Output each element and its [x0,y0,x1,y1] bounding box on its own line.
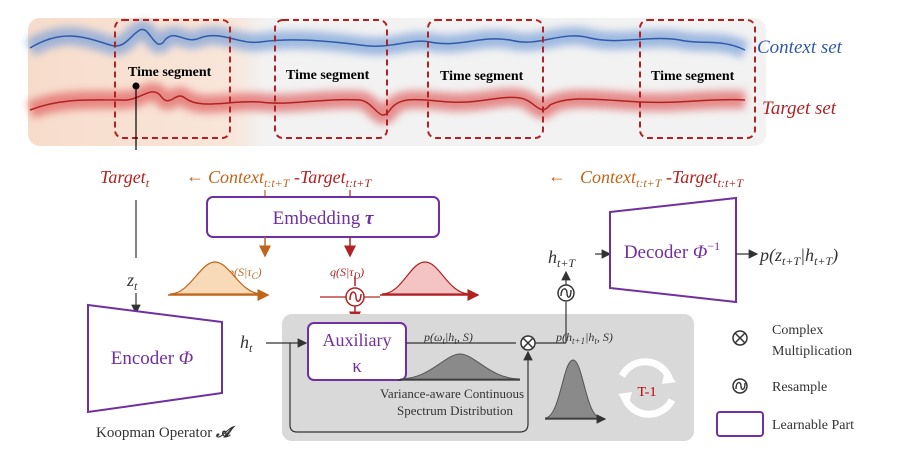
time-segment-box-4 [639,19,756,139]
segment-label-3: Time segment [440,69,524,84]
context-distribution [168,261,270,301]
context-target-formula-2: Contextt:t+T -Targett:t+T [580,167,744,190]
segment-label-2: Time segment [286,68,370,83]
target-series [26,82,746,125]
context-set-label: Context set [757,37,843,58]
legend-resample-icon [732,378,748,394]
spectrum-caption-2: Spectrum Distribution [397,403,513,418]
target-t-label: Targett [100,167,150,190]
time-segment-boxes [114,19,756,139]
target-set-label: Target set [762,98,837,119]
auxiliary-box [307,322,407,381]
iteration-label: T-1 [638,385,657,400]
series-background [28,18,766,146]
time-segment-box-1 [114,19,231,139]
segment-label-1: Time segment [128,65,212,80]
next-h-distribution [544,359,607,424]
time-segment-box-2 [274,19,388,139]
spectrum-caption-1: Variance-aware Continuous [380,386,524,401]
segment-label-4: Time segment [651,69,735,84]
z-t-label: zt [126,270,138,293]
encoder-block [87,303,223,414]
koopman-label: Koopman Operator 𝓐 [96,425,236,441]
legend-resample: Resample [772,380,827,395]
next-h-distribution-label: p(ht+1|ht, S) [555,330,613,346]
embedding-label: Embedding τ [273,208,374,229]
target-distribution [380,261,480,301]
omega-distribution-label: p(ωt|ht, S) [423,330,473,346]
auxiliary-label: Auxiliary [323,330,392,350]
legend-complex-icon [732,330,748,346]
decoder-output-label: p(zt+T|ht+T) [758,245,838,268]
left-arrow-2: ← [548,166,566,186]
legend-complex-1: Complex [772,323,823,338]
embedding-box [206,196,440,238]
auxiliary-symbol: κ [352,356,362,377]
complex-multiplication-icon [520,335,536,351]
legend-learnable-swatch [716,411,764,437]
spectrum-distribution [398,353,521,381]
legend-learnable: Learnable Part [772,418,854,433]
legend: Complex Multiplication Resample Learnabl… [716,323,854,437]
resample-icon-red [320,276,380,324]
legend-complex-2: Multiplication [772,344,852,359]
time-segment-box-3 [427,19,544,139]
decoder-block [609,196,737,304]
context-series [25,20,749,59]
h-t-label: ht [240,332,253,355]
iteration-icon [618,358,676,418]
encoder-label: Encoder Φ [111,348,194,369]
resample-icon-gray [557,284,575,302]
left-arrow-1: ← [186,166,204,186]
q-target-label: q(S|τD) [330,265,364,281]
decoder-label: Decoder Φ−1 [624,239,720,263]
h-t-plus-T-label: ht+T [548,247,576,270]
context-target-formula-1: Contextt:t+T -Targett:t+T [208,167,372,190]
